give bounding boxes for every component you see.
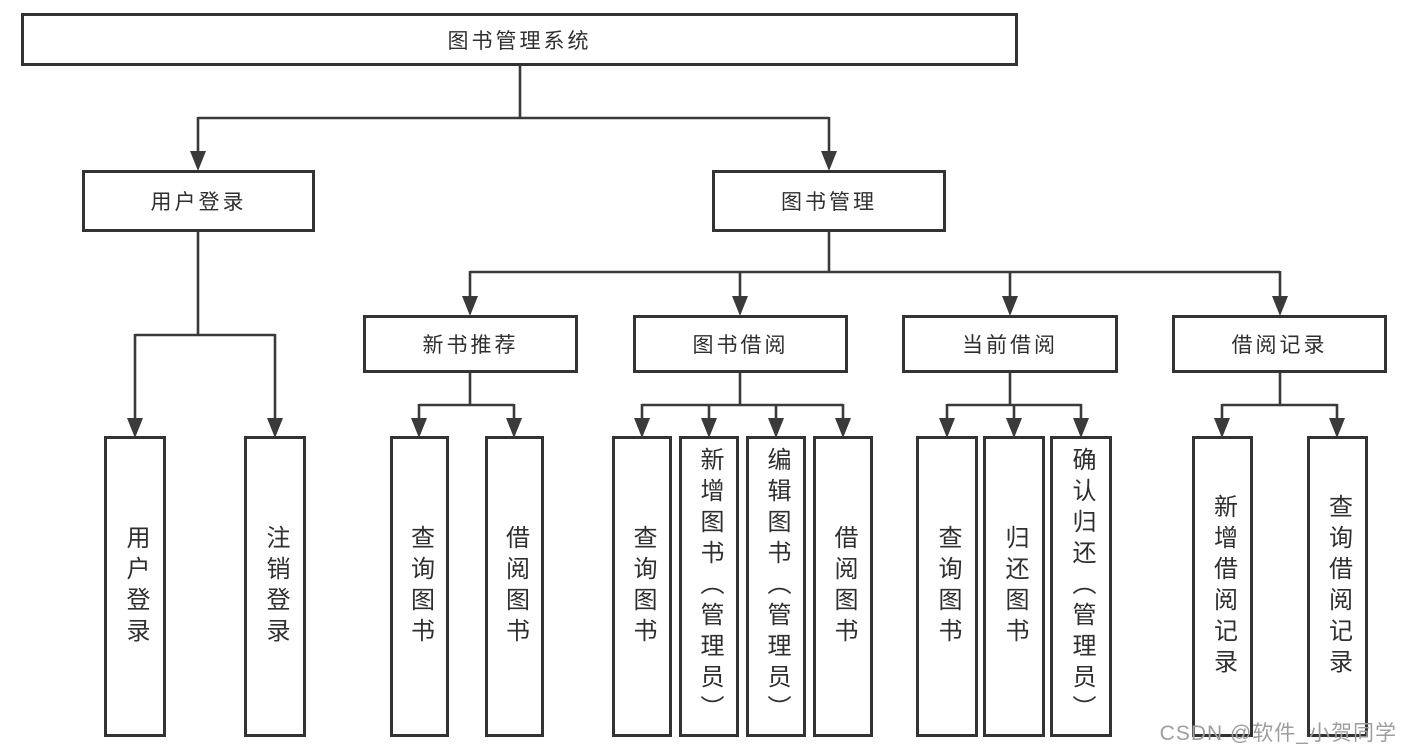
node-label: 查询图书 [629, 524, 656, 649]
leaf-borrow-books: 借阅图书 [813, 436, 873, 737]
node-label: 用户登录 [150, 191, 247, 214]
node-label: 新增借阅记录 [1209, 493, 1237, 680]
leaf-query-borrow-record: 查询借阅记录 [1307, 436, 1368, 737]
arrowheads [127, 151, 1345, 438]
node-label: 当前借阅 [962, 334, 1058, 357]
leaf-confirm-return-admin: 确认归还（管理员） [1050, 436, 1112, 737]
node-label: 查询图书 [934, 524, 961, 649]
node-label: 查询图书 [406, 524, 434, 649]
node-label: 借阅图书 [501, 524, 529, 649]
node-label: 图书管理 [781, 191, 877, 214]
node-label: 注销登录 [262, 524, 289, 649]
node-label: 借阅图书 [830, 524, 857, 649]
leaf-borrow-books-recommend: 借阅图书 [485, 436, 544, 737]
node-current-borrowing: 当前借阅 [902, 315, 1118, 373]
node-label: 图书借阅 [692, 334, 789, 357]
leaf-query-books-current: 查询图书 [916, 436, 978, 737]
node-label: 图书管理系统 [447, 29, 592, 53]
leaf-logout: 注销登录 [244, 436, 306, 737]
node-label: 新增图书（管理员） [696, 447, 723, 726]
leaf-user-login: 用户登录 [104, 436, 166, 737]
node-root-system: 图书管理系统 [21, 13, 1018, 66]
node-label: 借阅记录 [1231, 334, 1328, 357]
leaf-edit-books-admin: 编辑图书（管理员） [746, 436, 806, 737]
csdn-watermark: CSDN @软件_小贺同学 [1159, 722, 1397, 745]
node-label: 新书推荐 [422, 334, 519, 357]
node-book-management-module: 图书管理 [712, 170, 946, 232]
node-borrowing-records: 借阅记录 [1172, 315, 1387, 373]
leaf-query-books-recommend: 查询图书 [390, 436, 449, 737]
node-label: 编辑图书（管理员） [763, 447, 790, 726]
leaf-return-books: 归还图书 [983, 436, 1045, 737]
node-label: 归还图书 [1001, 524, 1028, 649]
leaf-query-books-borrowing: 查询图书 [612, 436, 672, 737]
node-label: 确认归还（管理员） [1068, 447, 1095, 726]
leaf-add-borrow-record: 新增借阅记录 [1192, 436, 1253, 737]
node-label: 查询借阅记录 [1324, 493, 1352, 680]
leaf-add-books-admin: 新增图书（管理员） [679, 436, 739, 737]
node-user-login-module: 用户登录 [82, 170, 315, 232]
node-label: 用户登录 [122, 524, 149, 649]
node-new-book-recommend: 新书推荐 [363, 315, 578, 373]
node-book-borrowing: 图书借阅 [633, 315, 848, 373]
